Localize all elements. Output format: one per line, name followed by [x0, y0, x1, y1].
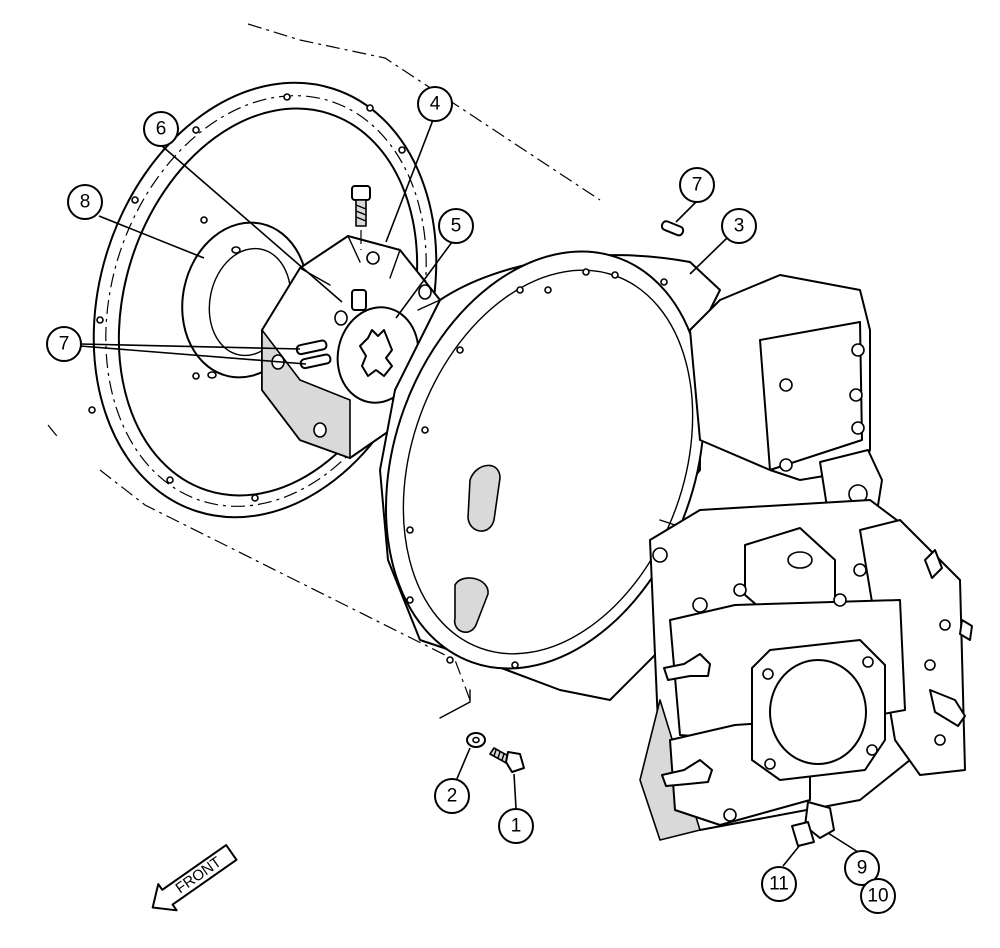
callout-8: 8	[67, 184, 103, 220]
callout-11: 11	[761, 866, 797, 902]
front-direction-arrow: FRONT	[151, 844, 238, 912]
flexible-coupling	[261, 235, 441, 459]
callout-1: 1	[498, 808, 534, 844]
svg-text:8: 8	[80, 192, 91, 213]
svg-text:9: 9	[857, 858, 868, 879]
svg-text:4: 4	[430, 94, 441, 115]
svg-text:3: 3	[734, 216, 745, 237]
callout-9: 9	[844, 850, 880, 886]
pin-top	[660, 220, 685, 237]
svg-text:7: 7	[59, 334, 70, 355]
leader-lines	[79, 119, 859, 867]
callout-5: 5	[438, 208, 474, 244]
callout-7-left: 7	[46, 326, 82, 362]
callout-3: 3	[721, 208, 757, 244]
pump-bell-housing	[379, 250, 761, 701]
washer	[466, 732, 486, 748]
callout-4: 4	[417, 86, 453, 122]
callout-10: 10	[860, 878, 896, 914]
callout-7-top: 7	[679, 167, 715, 203]
hex-bolt	[489, 747, 525, 773]
svg-text:1: 1	[511, 816, 522, 837]
svg-text:6: 6	[156, 119, 167, 140]
hydraulic-pump	[639, 274, 973, 847]
svg-text:5: 5	[451, 216, 462, 237]
svg-text:11: 11	[769, 874, 789, 895]
socket-head-screw	[351, 185, 371, 250]
front-label: FRONT	[173, 854, 225, 898]
svg-text:2: 2	[447, 786, 458, 807]
callout-6: 6	[143, 111, 179, 147]
svg-text:7: 7	[692, 175, 703, 196]
svg-text:10: 10	[867, 886, 888, 907]
callout-2: 2	[434, 778, 470, 814]
